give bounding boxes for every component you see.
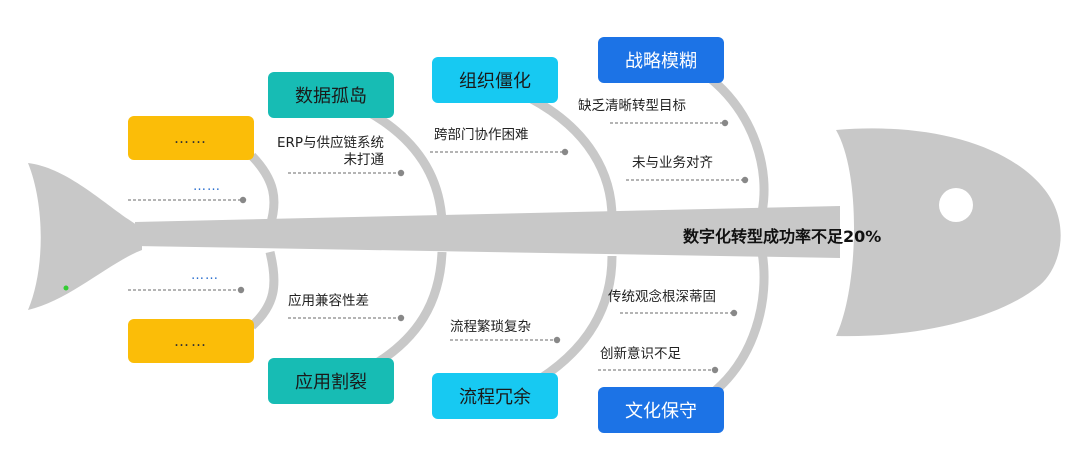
bone-lower-4: [707, 251, 769, 399]
cause-cross-dept: 跨部门协作困难: [434, 127, 529, 143]
cause-upper-placeholder: ……: [193, 179, 221, 194]
category-box-rigid-org: 组织僵化: [432, 57, 558, 103]
category-box-upper-placeholder: ……: [128, 116, 254, 160]
cause-complex-process: 流程繁琐复杂: [450, 319, 531, 335]
bone-upper-4: [707, 74, 769, 213]
cause-tradition: 传统观念根深蒂固: [608, 289, 716, 305]
bone-upper-1: [248, 152, 279, 228]
category-box-redundant-process: 流程冗余: [432, 373, 558, 419]
bone-upper-3: [527, 94, 617, 219]
cause-lower-placeholder: ……: [191, 268, 219, 283]
cause-compatibility: 应用兼容性差: [288, 293, 369, 309]
category-box-vague-strategy: 战略模糊: [598, 37, 724, 83]
category-box-data-silo: 数据孤岛: [268, 72, 394, 118]
bone-lower-1: [248, 250, 279, 330]
bone-lower-3: [527, 255, 617, 389]
category-box-conservative-culture: 文化保守: [598, 387, 724, 433]
category-box-fragmented-apps: 应用割裂: [268, 358, 394, 404]
cause-unclear-goal: 缺乏清晰转型目标: [578, 98, 686, 114]
fish-head: [836, 128, 1061, 337]
fish-eye: [939, 188, 973, 222]
effect-title: 数字化转型成功率不足20%: [683, 227, 882, 246]
bone-upper-2: [362, 106, 447, 223]
cause-erp-unconnected: ERP与供应链系统 未打通: [276, 135, 384, 168]
bone-lower-2: [362, 251, 447, 374]
fish-spine: [135, 206, 840, 258]
cause-no-innovation: 创新意识不足: [600, 346, 681, 362]
fish-tail: [28, 163, 142, 310]
category-box-lower-placeholder: ……: [128, 319, 254, 363]
green-dot-marker: [63, 285, 69, 291]
cause-not-aligned: 未与业务对齐: [632, 155, 713, 171]
